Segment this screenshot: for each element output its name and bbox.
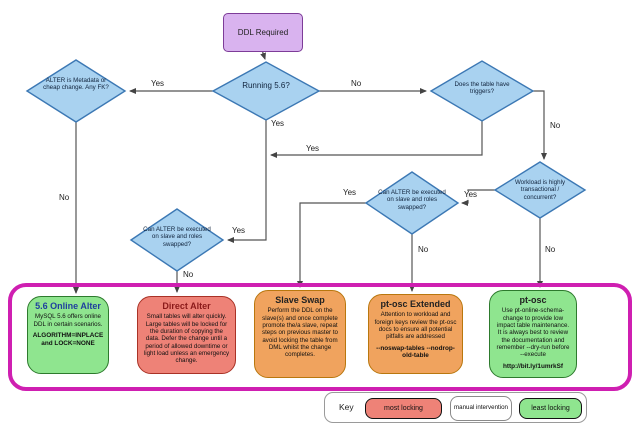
- triggers-check-diamond: [429, 60, 535, 122]
- legend-item-label: manual intervention: [453, 404, 508, 412]
- edge-label-slave-left-entry: Yes: [231, 226, 247, 236]
- edge-triggers-no-to-workload: [533, 90, 547, 160]
- edge-label-slave-right-yes: Yes: [342, 188, 358, 198]
- outcome-title: Slave Swap: [275, 295, 325, 305]
- triggers-check-label: Does the table have triggers?: [454, 81, 510, 96]
- running-56-label: Running 5.6?: [242, 81, 290, 90]
- edge-label-running-yes: Yes: [150, 79, 166, 89]
- slave-check-right-diamond: [364, 171, 460, 235]
- running-56-diamond: [211, 61, 321, 121]
- legend-title: Key: [339, 402, 354, 412]
- outcome-pt-osc-extended: pt-osc Extended Attention to workload an…: [368, 294, 463, 374]
- outcome-title: pt-osc: [519, 295, 547, 305]
- legend: Key most locking manual intervention lea…: [324, 392, 587, 423]
- edge-running-yes-down-to-slave-left: [227, 120, 267, 243]
- edge-label-workload-no: No: [544, 245, 557, 255]
- legend-item-most-locking: most locking: [365, 398, 442, 419]
- workload-check-label: Workload is highly transactional / concu…: [514, 179, 566, 201]
- outcome-direct-alter: Direct Alter Small tables will alter qui…: [137, 296, 236, 374]
- meta-check-diamond: [25, 59, 127, 123]
- edge-label-meta-no: No: [58, 193, 71, 203]
- outcome-body: Use pt-online-schema-change to provide l…: [496, 307, 570, 359]
- edge-slave-right-yes-to-slave-swap: [297, 202, 366, 288]
- edge-label-running-no: No: [350, 79, 363, 89]
- outcome-note-url: http://bit.ly/1umrkSf: [502, 362, 563, 370]
- outcome-title: 5.6 Online Alter: [35, 301, 101, 311]
- outcome-body: Attention to workload and foreign keys r…: [374, 311, 457, 341]
- edge-label-slave-left-no: No: [182, 270, 195, 280]
- outcome-title: Direct Alter: [162, 301, 211, 311]
- outcome-note: --noswap-tables --nodrop-old-table: [376, 344, 455, 360]
- outcome-slave-swap: Slave Swap Perform the DDL on the slave(…: [254, 290, 346, 378]
- start-node-ddl-required: DDL Required: [223, 13, 303, 52]
- edge-triggers-yes-merge: [270, 121, 483, 158]
- outcome-note: ALGORITHM=INPLACE and LOCK=NONE: [32, 332, 104, 347]
- edge-label-workload-yes: Yes: [463, 190, 479, 200]
- outcome-body: Small tables will alter quickly. Large t…: [143, 313, 230, 365]
- edge-label-running-yes-down: Yes: [270, 119, 286, 129]
- edge-label-triggers-no: No: [549, 121, 562, 131]
- slave-check-left-diamond: [129, 208, 225, 272]
- start-node-label: DDL Required: [237, 28, 289, 37]
- edge-label-slave-right-no: No: [417, 245, 430, 255]
- slave-check-right-label: Can ALTER be executed on slave and roles…: [378, 189, 446, 211]
- legend-item-label: most locking: [384, 404, 423, 412]
- outcomes-frame: [8, 283, 632, 391]
- slave-check-left-label: Can ALTER be executed on slave and roles…: [143, 226, 211, 248]
- legend-item-label: least locking: [531, 404, 570, 412]
- outcome-56-online-alter: 5.6 Online Alter MySQL 5.6 offers online…: [27, 296, 109, 374]
- legend-item-least-locking: least locking: [519, 398, 582, 419]
- legend-item-manual-intervention: manual intervention: [450, 396, 512, 421]
- outcome-body: MySQL 5.6 offers online DDL in certain s…: [33, 313, 103, 328]
- workload-check-diamond: [493, 161, 587, 219]
- outcome-pt-osc: pt-osc Use pt-online-schema-change to pr…: [489, 290, 577, 378]
- outcome-title: pt-osc Extended: [380, 299, 451, 309]
- meta-check-label: ALTER is Metadata or cheap change. Any F…: [43, 77, 109, 92]
- outcome-body: Perform the DDL on the slave(s) and once…: [261, 307, 338, 359]
- edge-label-triggers-yes: Yes: [305, 144, 321, 154]
